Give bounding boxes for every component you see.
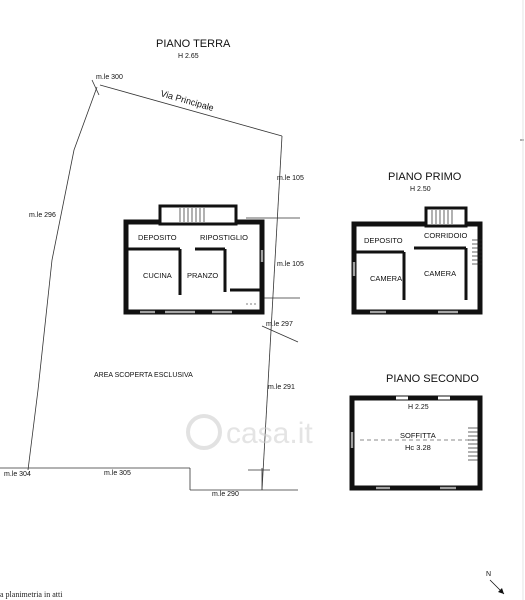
parcel-297: m.le 297: [266, 321, 293, 328]
room-soffitta: SOFFITTA: [400, 431, 436, 440]
ground-floor-plan: [123, 204, 265, 315]
parcel-300: m.le 300: [96, 74, 123, 81]
north-arrow: N: [486, 571, 505, 595]
room-ripostiglio: RIPOSTIGLIO: [200, 233, 248, 242]
north-label: N: [486, 571, 491, 578]
area-label: AREA SCOPERTA ESCLUSIVA: [94, 372, 193, 379]
watermark: casa.it: [186, 414, 313, 450]
first-floor-title: PIANO PRIMO: [388, 171, 462, 183]
room-deposito-first: DEPOSITO: [364, 236, 403, 245]
room-deposito-ground: DEPOSITO: [138, 233, 177, 242]
ground-floor-title: PIANO TERRA: [156, 38, 231, 50]
room-camera-left: CAMERA: [370, 274, 402, 283]
footer-note: a planimetria in atti: [0, 590, 63, 599]
room-cucina: CUCINA: [143, 271, 172, 280]
room-corridoio: CORRIDOIO: [424, 231, 468, 240]
parcel-296: m.le 296: [29, 212, 56, 219]
parcel-105-top: m.le 105: [277, 175, 304, 182]
first-floor-height: H 2.50: [410, 186, 431, 193]
parcel-305: m.le 305: [104, 470, 131, 477]
parcel-304: m.le 304: [4, 471, 31, 478]
watermark-text: casa.it: [226, 417, 313, 450]
ground-floor-height: H 2.65: [178, 53, 199, 60]
parcel-291: m.le 291: [268, 384, 295, 391]
parcel-290: m.le 290: [212, 491, 239, 498]
second-floor-height: H 2.25: [408, 404, 429, 411]
second-floor-title: PIANO SECONDO: [386, 373, 479, 385]
room-pranzo: PRANZO: [187, 271, 218, 280]
room-camera-right: CAMERA: [424, 269, 456, 278]
second-floor-plan: [349, 395, 483, 491]
first-floor-plan: [351, 206, 483, 315]
room-soffitta-height: Hc 3.28: [405, 443, 431, 452]
parcel-105-mid: m.le 105: [277, 261, 304, 268]
